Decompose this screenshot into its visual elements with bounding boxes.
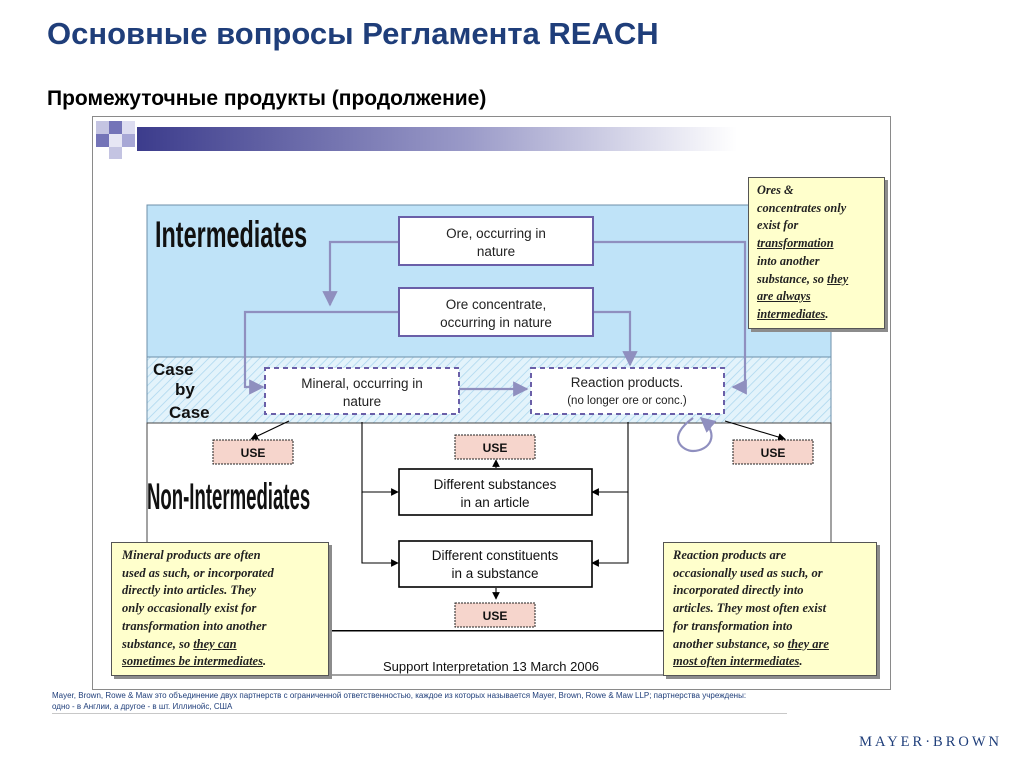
- svg-text:Different constituents: Different constituents: [432, 548, 559, 563]
- line-reaction-to-constituents: [591, 492, 629, 567]
- mayer-brown-logo: MAYER·BROWN: [859, 734, 1002, 750]
- note-reaction-products: Reaction products are occasionally used …: [663, 542, 877, 676]
- diagram-figure: Intermediates Case by Case Non-Intermedi…: [92, 116, 891, 690]
- note-ores: Ores & concentrates only exist for trans…: [748, 177, 885, 329]
- case-label-line-3: Case: [169, 403, 210, 422]
- non-intermediates-zone-label: Non-Intermediates: [147, 476, 310, 518]
- line-mineral-to-constituents: [361, 492, 399, 567]
- box-different-substances: Different substances in an article: [398, 468, 593, 516]
- svg-text:Ore concentrate,: Ore concentrate,: [446, 297, 547, 312]
- arrow-ore-to-reaction: [593, 240, 747, 395]
- use-badge-bottom: USE: [454, 602, 536, 628]
- use-badge-right: USE: [732, 439, 814, 465]
- svg-text:nature: nature: [343, 394, 381, 409]
- arrow-mineral-to-use-left: [250, 420, 290, 440]
- svg-text:USE: USE: [761, 446, 786, 460]
- box-ore-nature: Ore, occurring in nature: [398, 216, 594, 266]
- arrow-concentrate-to-mineral: [243, 310, 399, 395]
- svg-text:Ore, occurring in: Ore, occurring in: [446, 226, 546, 241]
- svg-text:USE: USE: [483, 609, 508, 623]
- slide-title: Основные вопросы Регламента REACH: [47, 16, 659, 51]
- header-decoration: [96, 121, 737, 159]
- svg-text:Mineral, occurring in: Mineral, occurring in: [301, 376, 423, 391]
- footer-divider: [52, 713, 787, 714]
- slide-subtitle: Промежуточные продукты (продолжение): [47, 87, 487, 110]
- footer-disclaimer: Mayer, Brown, Rowe & Maw это объединение…: [52, 690, 822, 712]
- svg-text:USE: USE: [241, 446, 266, 460]
- use-badge-left: USE: [212, 439, 294, 465]
- intermediates-zone-label: Intermediates: [155, 213, 307, 255]
- box-ore-concentrate: Ore concentrate, occurring in nature: [398, 287, 594, 337]
- case-label-line-2: by: [175, 380, 195, 399]
- svg-text:occurring in nature: occurring in nature: [440, 315, 552, 330]
- use-badge-top: USE: [454, 434, 536, 460]
- svg-text:in a substance: in a substance: [451, 566, 538, 581]
- svg-text:(no longer ore or conc.): (no longer ore or conc.): [567, 395, 687, 407]
- flow-rule-bottom: [329, 630, 665, 632]
- box-different-constituents: Different constituents in a substance: [398, 540, 593, 588]
- svg-text:Different substances: Different substances: [434, 477, 557, 492]
- svg-text:Reaction products.: Reaction products.: [571, 375, 684, 390]
- box-mineral: Mineral, occurring in nature: [264, 367, 460, 415]
- arrow-concentrate-to-reaction: [593, 310, 638, 367]
- svg-text:USE: USE: [483, 441, 508, 455]
- case-label-line-1: Case: [153, 360, 194, 379]
- reaction-self-loop: [677, 417, 717, 453]
- svg-text:nature: nature: [477, 244, 515, 259]
- box-reaction-products: Reaction products. (no longer ore or con…: [530, 367, 725, 415]
- svg-text:in an article: in an article: [460, 495, 529, 510]
- footer-disclaimer-line-1: Mayer, Brown, Rowe & Maw это объединение…: [52, 691, 747, 700]
- note-mineral-products: Mineral products are often used as such,…: [111, 542, 329, 676]
- arrow-ore-to-mineral: [322, 240, 399, 307]
- diagram-caption: Support Interpretation 13 March 2006: [383, 659, 599, 674]
- arrow-reaction-to-use-right: [724, 420, 786, 441]
- footer-disclaimer-line-2: одно - в Англии, а другое - в шт. Иллино…: [52, 702, 233, 711]
